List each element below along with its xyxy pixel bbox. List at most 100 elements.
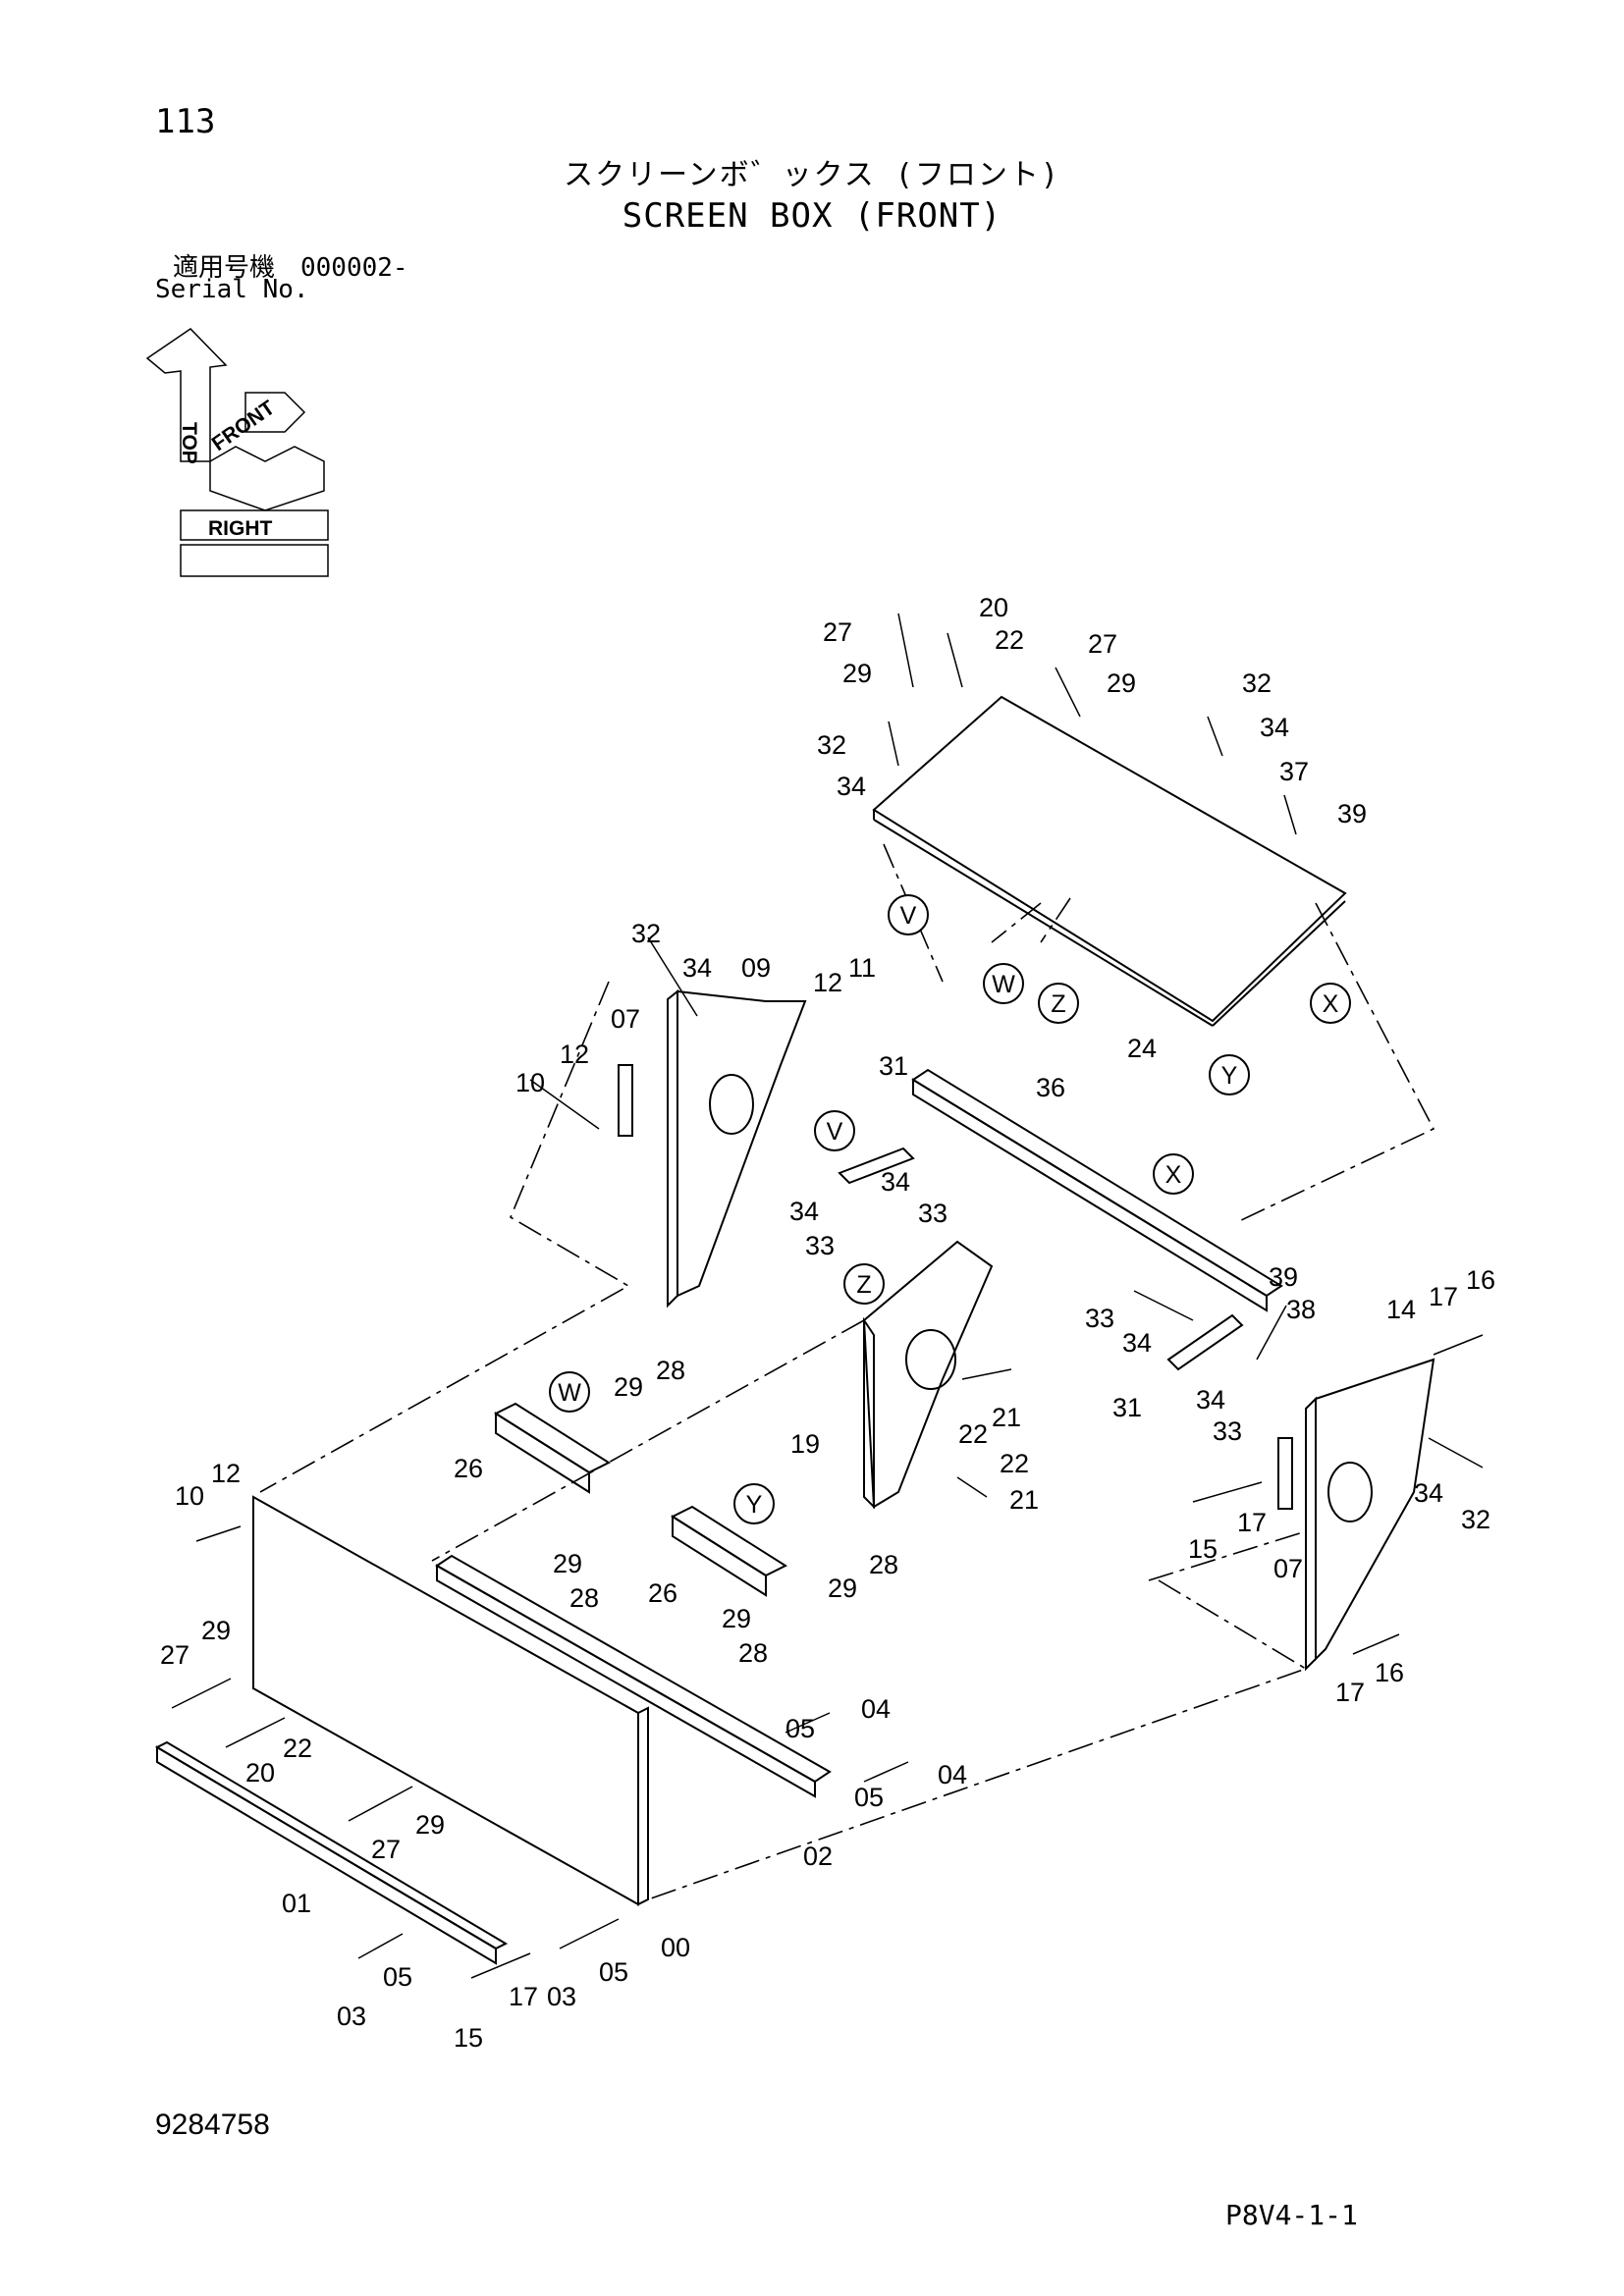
marker-right-label: RIGHT [208,517,273,540]
part-label-28-right: 28 [869,1550,898,1579]
marker-front-label: FRONT [208,397,280,455]
part-label-10-upper: 10 [515,1068,545,1097]
top-cover-plate [872,695,1347,1027]
title-english: SCREEN BOX (FRONT) [622,196,1002,236]
reference-marks: V W X Y Z V W X Y Z [549,894,1351,1524]
part-label-24: 24 [1127,1034,1157,1063]
orientation-marker: TOP FRONT RIGHT [145,328,329,577]
part-label-07-right: 07 [1273,1554,1303,1583]
part-label-32-right: 32 [1461,1505,1490,1534]
guide-lines [259,843,1435,1900]
part-label-02: 02 [803,1842,833,1871]
part-label-34-far-right: 34 [1414,1478,1443,1508]
part-label-38: 38 [1286,1295,1316,1324]
ref-mark-w-top: W [992,971,1015,998]
part-label-05-lower: 05 [854,1783,884,1812]
part-label-34-center-left: 34 [789,1197,819,1226]
part-label-39-top: 39 [1337,799,1367,828]
part-label-31-lower: 31 [1112,1393,1142,1422]
part-label-37: 37 [1279,757,1309,786]
part-label-28-left: 28 [569,1583,599,1613]
part-label-34-top: 34 [1260,713,1289,742]
part-label-27-left: 27 [160,1640,189,1670]
part-label-27-lower: 27 [371,1835,401,1864]
part-label-22-mid: 22 [958,1419,988,1449]
center-bracket [862,1240,994,1510]
front-panel [252,1495,649,1906]
part-label-33-lower: 33 [1213,1416,1242,1446]
part-label-27-top-left: 27 [823,617,852,647]
part-label-29-top-right: 29 [1107,668,1136,698]
part-label-31-upper: 31 [879,1051,908,1081]
ref-mark-w: W [558,1379,581,1407]
part-label-29-upper: 29 [614,1372,643,1402]
brackets [493,1147,1244,1597]
page-code: P8V4-1-1 [1225,2199,1358,2231]
serial-label-english: Serial No. [155,275,309,304]
part-label-20-lower: 20 [245,1758,275,1788]
part-label-17-bottom: 17 [509,1982,538,2011]
part-label-05-bottom-left: 05 [383,1962,412,1992]
part-label-32-left: 32 [817,730,846,760]
part-label-21-upper: 21 [992,1403,1021,1432]
part-label-29-left: 29 [553,1549,582,1578]
part-label-03-left: 03 [337,2002,366,2031]
part-label-39-right: 39 [1269,1262,1298,1292]
ref-mark-x-top: X [1323,990,1339,1018]
part-label-29-right: 29 [828,1574,857,1603]
part-label-33-upper: 33 [918,1199,947,1228]
right-side-plate [1277,1358,1435,1672]
part-label-28-lower: 28 [738,1638,768,1668]
ref-mark-z: Z [856,1271,871,1299]
part-label-29-lower: 29 [722,1604,751,1633]
marker-top-label: TOP [178,422,200,464]
title-japanese: スクリーンボ゛ックス (フロント) [564,158,1060,192]
part-labels: 00 01 02 03 03 04 04 05 05 05 05 07 07 0… [160,593,1495,2053]
part-label-17-lower: 17 [1335,1678,1365,1707]
part-label-12-lower: 12 [211,1459,241,1488]
part-label-21-lower: 21 [1009,1485,1039,1515]
part-label-32-mid: 32 [631,919,661,948]
part-label-11: 11 [848,953,876,983]
part-label-10-lower: 10 [175,1481,204,1511]
part-label-17-mid: 17 [1237,1508,1267,1537]
left-side-plate [618,988,807,1308]
part-label-19: 19 [790,1429,820,1459]
ref-mark-v: V [827,1118,843,1146]
part-label-01: 01 [282,1889,311,1918]
part-label-07-left: 07 [611,1004,640,1034]
ref-mark-y: Y [746,1491,763,1519]
part-label-22-top: 22 [995,625,1024,655]
part-label-04-upper: 04 [861,1694,891,1724]
part-label-14: 14 [1386,1295,1416,1324]
part-label-36: 36 [1036,1073,1065,1102]
ref-mark-x: X [1165,1161,1182,1189]
part-label-16-lower: 16 [1375,1658,1404,1687]
part-label-33-left: 33 [805,1231,835,1260]
part-label-34-mid: 34 [682,953,712,983]
part-label-34-right: 34 [1122,1328,1152,1358]
part-label-34-left: 34 [837,772,866,801]
part-label-28-upper: 28 [656,1356,685,1385]
part-label-04-lower: 04 [938,1760,967,1789]
ref-mark-y-top: Y [1221,1062,1238,1090]
bottom-rear-beam [435,1554,832,1798]
part-label-20-top: 20 [979,593,1008,622]
part-label-12-upper: 12 [813,968,842,997]
part-label-00: 00 [661,1933,690,1962]
document-number: 9284758 [155,2109,270,2141]
part-label-15-right: 15 [1188,1534,1218,1564]
part-label-17-upper: 17 [1429,1282,1458,1311]
part-label-16-upper: 16 [1466,1265,1495,1295]
part-label-03-right: 03 [547,1982,576,2011]
part-label-32-top: 32 [1242,668,1272,698]
part-label-22-lower: 22 [283,1734,312,1763]
part-label-22-right: 22 [1000,1449,1029,1478]
fastener-lines [171,613,1484,1979]
ref-mark-v-top: V [900,902,917,930]
part-label-29-left-panel: 29 [201,1616,231,1645]
part-label-09: 09 [741,953,771,983]
serial-label-japanese: 適用号機 000002- [173,253,408,283]
part-label-05-bottom-right: 05 [599,1957,628,1987]
